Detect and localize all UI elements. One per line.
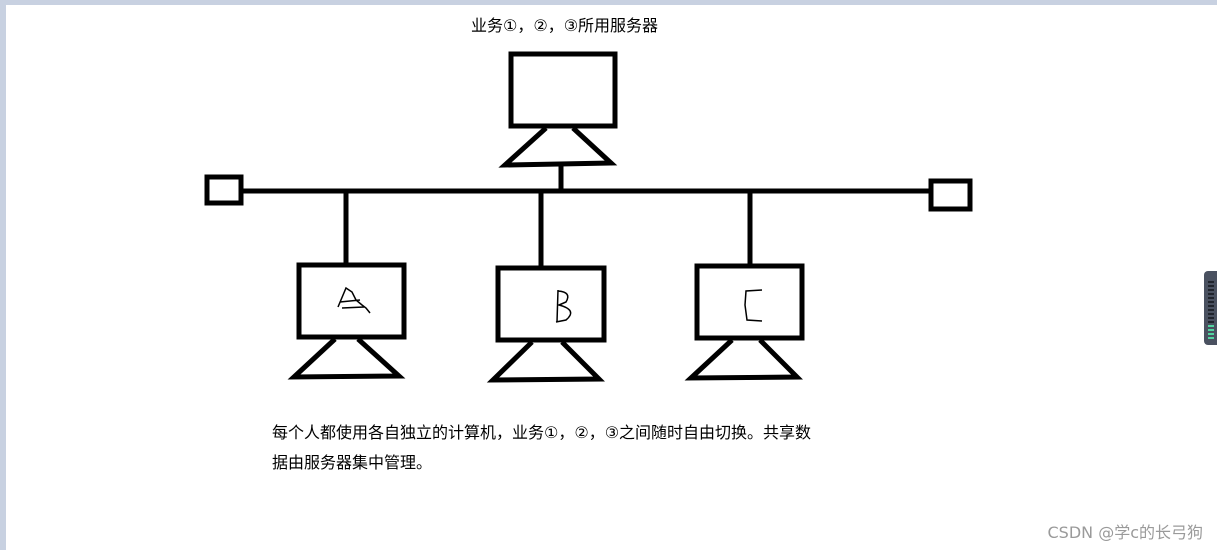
letter-a-drawing [337,286,371,314]
bus-terminator-left [204,174,244,206]
letter-b-drawing [555,289,572,323]
server-computer [498,51,618,191]
side-widget-handle[interactable] [1204,271,1217,345]
workstation-c [684,193,805,381]
server-label: 业务①，②，③所用服务器 [471,16,659,35]
drawing-canvas [6,5,1217,550]
diagram-caption: 每个人都使用各自独立的计算机，业务①，②，③之间随时自由切换。共享数据由服务器集… [272,423,812,472]
watermark: CSDN @学c的长弓狗 [1047,523,1203,542]
workstation-a [287,193,407,380]
letter-c-drawing [744,289,763,322]
bus-terminator-right [928,178,973,212]
workstation-b [486,193,607,383]
